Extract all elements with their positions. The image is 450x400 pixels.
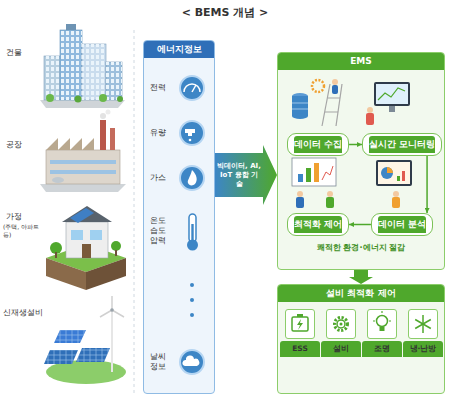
process-label: 실시간 모니터링	[369, 136, 435, 153]
optimize-figure	[292, 158, 336, 208]
house-illustration	[46, 206, 126, 290]
power-icon	[180, 76, 204, 100]
equipment-box: 냉·난방	[403, 309, 443, 357]
divider-line	[134, 30, 135, 395]
monitor-figure	[366, 82, 410, 125]
process-box: 데이터 수집	[287, 133, 349, 156]
site-note: (주택, 아파트 등)	[3, 223, 43, 239]
arrow-label: 빅데이터, AI, IoT 융합 기술	[217, 162, 261, 189]
ems-panel: EMS 데이터 수집 실시간 모니터링최적화 제어 데이터 분석	[277, 52, 445, 270]
equipment-box: 설비	[321, 309, 361, 357]
analysis-figure	[376, 160, 412, 208]
process-label: 데이터 수집	[294, 136, 342, 153]
gas-icon	[180, 166, 204, 190]
weather-icon	[180, 350, 204, 374]
panel-heading: EMS	[278, 53, 444, 70]
process-label: 최적화 제어	[294, 216, 342, 233]
process-box: 데이터 분석	[371, 213, 433, 236]
control-panel: 설비 최적화 제어 ESS설비조명냉·난방	[277, 284, 445, 394]
icon-frame	[285, 309, 315, 339]
process-label: 데이터 분석	[378, 216, 426, 233]
energy-icons	[180, 76, 204, 374]
ess-icon	[292, 314, 308, 331]
icon-frame	[326, 309, 356, 339]
site-label: 가정	[6, 212, 22, 222]
equipment-label: 냉·난방	[403, 341, 443, 357]
building-illustration	[40, 24, 125, 108]
icon-frame	[408, 309, 438, 339]
equipment-label: 설비	[321, 341, 361, 357]
lighting-icon	[373, 311, 391, 331]
energy-label: 온도 습도 압력	[150, 216, 170, 246]
panel-heading: 에너지정보	[144, 41, 214, 58]
energy-label: 전력	[150, 83, 176, 93]
icon-frame	[367, 309, 397, 339]
ems-figures	[292, 79, 412, 208]
process-box: 실시간 모니터링	[362, 133, 442, 156]
flow-arrow	[215, 145, 277, 205]
benefit-note: 쾌적한 환경·에너지 절감	[280, 243, 442, 253]
process-arrow	[349, 224, 371, 226]
renewable-illustration	[44, 296, 126, 384]
process-box: 최적화 제어	[287, 213, 349, 236]
hvac-icon	[415, 315, 431, 333]
equipment-label: ESS	[280, 341, 320, 357]
equipment-box: 조명	[362, 309, 402, 357]
flow-icon	[180, 121, 204, 145]
energy-label: 유량	[150, 128, 176, 138]
process-arrow	[349, 144, 362, 146]
equipment-icon	[335, 318, 348, 331]
equipment-box: ESS	[280, 309, 320, 357]
site-label: 건물	[6, 48, 22, 58]
site-label: 신재생설비	[3, 308, 43, 318]
flow-arrow	[349, 270, 373, 284]
energy-label: 가스	[150, 173, 176, 183]
site-label: 공장	[6, 140, 22, 150]
panel-heading: 설비 최적화 제어	[278, 285, 444, 302]
equipment-label: 조명	[362, 341, 402, 357]
collect-figure	[292, 79, 342, 126]
equipment-icons	[292, 311, 431, 333]
process-arrow	[426, 156, 428, 213]
factory-illustration	[40, 110, 126, 193]
energy-label: 날씨 정보	[150, 352, 170, 372]
thermometer-icon	[187, 214, 198, 251]
diagram-title: < BEMS 개념 >	[0, 5, 450, 20]
